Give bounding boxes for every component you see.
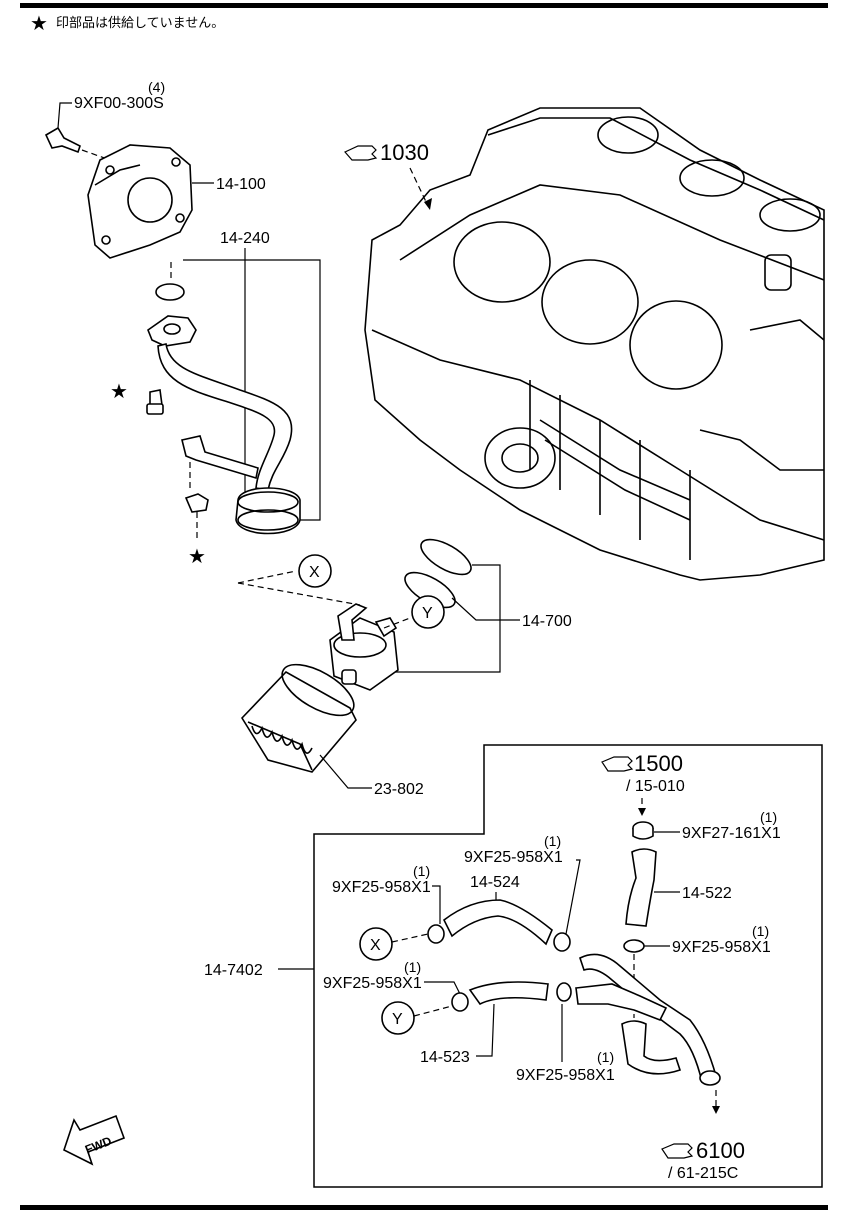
label-clamp-e: 9XF25-958X1	[672, 939, 771, 956]
bottom-rule	[20, 1205, 828, 1210]
part-clamp-a[interactable]: (1) 9XF25-958X1	[332, 863, 445, 944]
pointing-hand-icon	[661, 1143, 694, 1159]
label-14-100: 14-100	[216, 176, 266, 193]
part-9xf27-cap[interactable]: (1) 9XF27-161X1	[632, 809, 781, 842]
water-pipe-assembly	[575, 953, 721, 1114]
part-14-100-oil-pump[interactable]: 14-100	[87, 144, 266, 259]
callout-1500-sub: / 15-010	[626, 778, 685, 795]
pointing-hand-icon	[601, 756, 634, 772]
part-14-523-hose[interactable]: 14-523	[420, 981, 549, 1066]
label-9xf27: 9XF27-161X1	[682, 825, 781, 842]
part-14-240-strainer[interactable]: 14-240 ★ ★	[110, 230, 321, 568]
label-clamp-a: 9XF25-958X1	[332, 879, 431, 896]
engine-block	[364, 107, 825, 581]
connector-y-upper-label: Y	[422, 605, 433, 622]
callout-6100-sub: / 61-215C	[668, 1165, 738, 1182]
label-14-522: 14-522	[682, 885, 732, 902]
qty-clamp-c: (1)	[404, 959, 421, 975]
callout-1500[interactable]: 1500 / 15-010	[601, 751, 685, 816]
qty-9xf27: (1)	[760, 809, 777, 825]
connector-y-lower-label: Y	[392, 1011, 403, 1028]
part-clamp-c[interactable]: (1) 9XF25-958X1	[323, 959, 469, 1012]
pointing-hand-icon	[344, 145, 378, 161]
label-14-700: 14-700	[522, 613, 572, 630]
connector-y-lower[interactable]: Y	[381, 1001, 453, 1035]
label-14-524: 14-524	[470, 874, 520, 891]
part-23-802-oil-filter[interactable]: 23-802	[240, 654, 424, 798]
legend-star-icon: ★	[30, 13, 48, 35]
label-14-240: 14-240	[220, 230, 270, 247]
callout-1030[interactable]: 1030	[344, 140, 432, 210]
callout-1500-label: 1500	[634, 751, 683, 776]
top-rule	[20, 3, 828, 8]
part-clamp-d[interactable]: (1) 9XF25-958X1	[516, 982, 615, 1084]
label-23-802: 23-802	[374, 781, 424, 798]
star-icon-nut: ★	[188, 546, 206, 568]
legend-note: 印部品は供給していません。	[56, 16, 224, 31]
qty-9xf00: (4)	[148, 79, 165, 95]
callout-6100[interactable]: 6100 / 61-215C	[661, 1138, 745, 1182]
star-icon-bolt: ★	[110, 381, 128, 403]
connector-x-upper-label: X	[309, 564, 320, 581]
qty-clamp-a: (1)	[413, 863, 430, 879]
part-14-522-hose[interactable]: 14-522	[625, 848, 732, 927]
label-14-7402: 14-7402	[204, 962, 263, 979]
qty-clamp-b: (1)	[544, 833, 561, 849]
callout-1030-label: 1030	[380, 140, 429, 165]
qty-clamp-e: (1)	[752, 923, 769, 939]
part-9xf00-bolt[interactable]: (4) 9XF00-300S	[44, 79, 165, 161]
label-14-523: 14-523	[420, 1049, 470, 1066]
qty-clamp-d: (1)	[597, 1049, 614, 1065]
callout-6100-label: 6100	[696, 1138, 745, 1163]
fwd-arrow-icon: FWD	[63, 1114, 126, 1166]
part-14-700-oil-cooler[interactable]: 14-700	[329, 533, 572, 691]
part-clamp-e[interactable]: (1) 9XF25-958X1	[623, 923, 771, 1018]
label-clamp-c: 9XF25-958X1	[323, 975, 422, 992]
part-14-524-hose[interactable]: 14-524	[442, 874, 553, 946]
label-9xf00: 9XF00-300S	[74, 95, 164, 112]
label-clamp-d: 9XF25-958X1	[516, 1067, 615, 1084]
hose-kit-box: 14-7402	[204, 744, 823, 1188]
connector-y-upper[interactable]: Y	[383, 595, 445, 629]
connector-x-lower[interactable]: X	[359, 927, 429, 961]
connector-x-lower-label: X	[370, 937, 381, 954]
part-clamp-b[interactable]: (1) 9XF25-958X1	[464, 833, 581, 952]
connector-x-upper[interactable]: X	[237, 554, 361, 606]
label-clamp-b: 9XF25-958X1	[464, 849, 563, 866]
